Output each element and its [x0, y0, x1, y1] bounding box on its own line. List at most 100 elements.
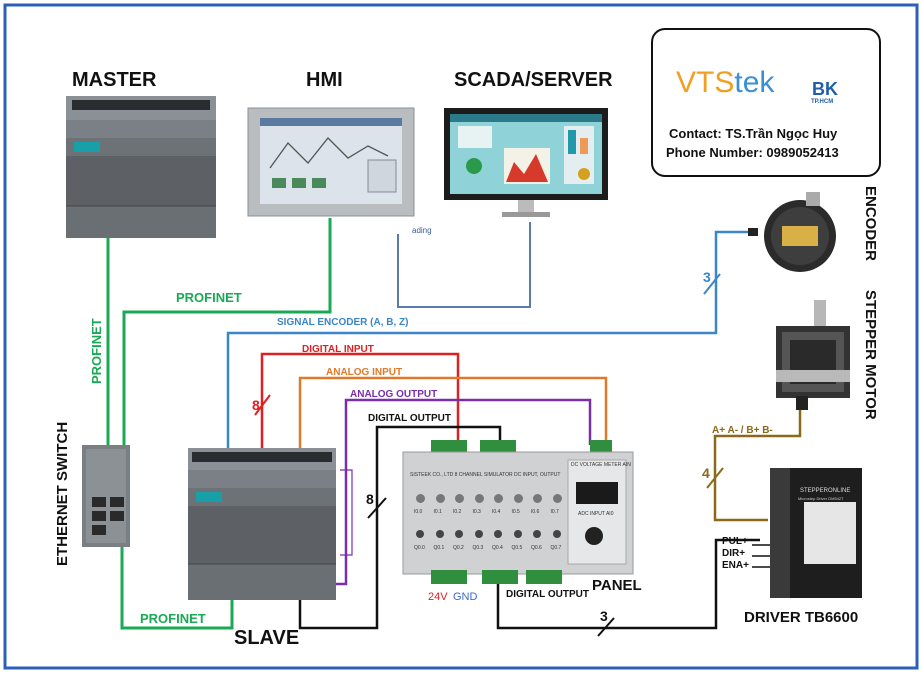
analog-output-label: ANALOG OUTPUT	[350, 389, 438, 400]
panel-input-label: I0.6	[531, 509, 540, 515]
panel-meter-header: DC VOLTAGE METER AIN	[571, 462, 631, 468]
panel-input-switch[interactable]	[474, 494, 484, 503]
slave-plc	[188, 448, 336, 600]
panel-input-label: I0.1	[433, 509, 442, 515]
slash-do	[367, 497, 387, 519]
count-slashes	[254, 273, 724, 637]
panel-output-led	[552, 530, 561, 538]
panel-label: PANEL	[592, 577, 642, 594]
profinet-hmi-switch	[122, 218, 332, 540]
driver-model: Microstep Driver DM542T	[798, 496, 844, 501]
digital-output-label-top: DIGITAL OUTPUT	[368, 413, 451, 424]
digital-output-wire-bottom	[496, 538, 760, 630]
count-motor: 4	[702, 465, 710, 481]
pul-label: PUL+	[722, 536, 748, 547]
hmi-panel	[247, 107, 415, 217]
digital-output-wire-top	[298, 425, 502, 630]
panel-input-switch[interactable]	[435, 494, 445, 503]
panel-output-label: Q0.4	[492, 545, 503, 551]
master-plc	[66, 96, 216, 238]
tek-logo-text: tek	[734, 66, 775, 99]
panel-input-switch[interactable]	[416, 494, 425, 503]
encoder-signal-wire	[226, 230, 752, 452]
panel-output-led	[455, 530, 463, 538]
panel-input-label: I0.2	[453, 509, 462, 515]
vts-logo-text: VTS	[676, 66, 735, 99]
slash-di	[254, 394, 271, 416]
panel-output-label: Q0.2	[453, 545, 464, 551]
panel-input-label: I0.4	[492, 509, 501, 515]
panel-output-label: Q0.6	[531, 545, 542, 551]
panel-input-label: I0.7	[550, 509, 559, 515]
analog-input-label: ANALOG INPUT	[326, 367, 403, 378]
count-driver: 3	[600, 608, 608, 624]
dir-label: DIR+	[722, 548, 746, 559]
bk-logo-text: BK	[812, 79, 838, 99]
stepper-motor-device	[776, 300, 850, 410]
stray-text: ading	[412, 226, 432, 235]
panel-input-label: I0.5	[511, 509, 520, 515]
profinet-label-top: PROFINET	[176, 290, 242, 305]
encoder-device	[748, 192, 836, 272]
ethernet-switch-device	[82, 445, 130, 547]
slave-bracket	[340, 469, 353, 556]
panel-input-label: I0.0	[414, 509, 423, 515]
count-encoder: 3	[703, 269, 711, 285]
master-label: MASTER	[72, 69, 157, 91]
bk-logo-subtext: TP.HCM	[811, 99, 834, 105]
hmi-label: HMI	[306, 69, 343, 91]
outer-frame	[3, 3, 919, 670]
analog-input-wire	[298, 376, 608, 452]
panel-header-text: SISTEEK CO., LTD 8 CHANNEL SIMULATOR DC …	[410, 472, 561, 478]
panel-input-switch[interactable]	[494, 494, 503, 503]
panel-output-led	[474, 530, 483, 538]
panel-output-label: Q0.0	[414, 545, 425, 551]
driver-label: DRIVER TB6600	[744, 609, 859, 626]
v24-label: 24V	[428, 591, 448, 603]
driver-input-leads	[752, 544, 772, 568]
contact-box	[651, 28, 881, 177]
panel-input-switch[interactable]	[552, 494, 562, 503]
ethernet-switch-label: ETHERNET SWITCH	[54, 421, 71, 566]
panel-output-led	[513, 530, 522, 538]
driver-tb6600-device	[770, 468, 862, 598]
motor-wire	[713, 410, 802, 522]
digital-input-label: DIGITAL INPUT	[302, 344, 374, 355]
count-digital-output: 8	[366, 491, 374, 507]
simulator-panel	[402, 440, 634, 584]
panel-output-label: Q0.1	[433, 545, 445, 551]
panel-output-led	[494, 530, 502, 538]
motor-phases-label: A+ A- / B+ B-	[712, 425, 773, 436]
slave-label: SLAVE	[234, 627, 300, 649]
panel-input-switch[interactable]	[513, 494, 523, 503]
gnd-label: GND	[453, 591, 478, 603]
panel-input-switch[interactable]	[533, 494, 542, 503]
slash-driver	[597, 617, 615, 637]
stepper-label: STEPPER MOTOR	[862, 290, 879, 420]
panel-input-label: I0.3	[472, 509, 481, 515]
panel-meter-label: ADC INPUT AI0	[578, 511, 614, 517]
scada-monitor	[444, 108, 608, 217]
panel-output-label: Q0.7	[550, 545, 562, 551]
profinet-label-bottom: PROFINET	[140, 611, 206, 626]
count-digital-input: 8	[252, 397, 260, 413]
contact-name: Contact: TS.Trần Ngọc Huy	[669, 126, 838, 141]
panel-input-switch[interactable]	[455, 494, 464, 503]
encoder-label: ENCODER	[862, 186, 879, 262]
panel-output-label: Q0.3	[472, 545, 484, 551]
ena-label: ENA+	[722, 560, 749, 571]
panel-output-led	[435, 530, 444, 538]
profinet-label-vertical: PROFINET	[89, 318, 104, 384]
scada-hmi-link	[397, 222, 531, 308]
profinet-switch-slave	[120, 545, 234, 630]
panel-output-led	[533, 530, 541, 538]
panel-output-label: Q0.5	[511, 545, 523, 551]
slash-motor	[706, 467, 724, 489]
digital-output-label-bottom: DIGITAL OUTPUT	[506, 589, 589, 600]
vts-logo: VTStek	[676, 68, 774, 98]
signal-encoder-label: SIGNAL ENCODER (A, B, Z)	[277, 317, 409, 328]
scada-label: SCADA/SERVER	[454, 69, 613, 91]
driver-brand: STEPPERONLINE	[800, 488, 851, 494]
panel-output-led	[416, 530, 424, 538]
